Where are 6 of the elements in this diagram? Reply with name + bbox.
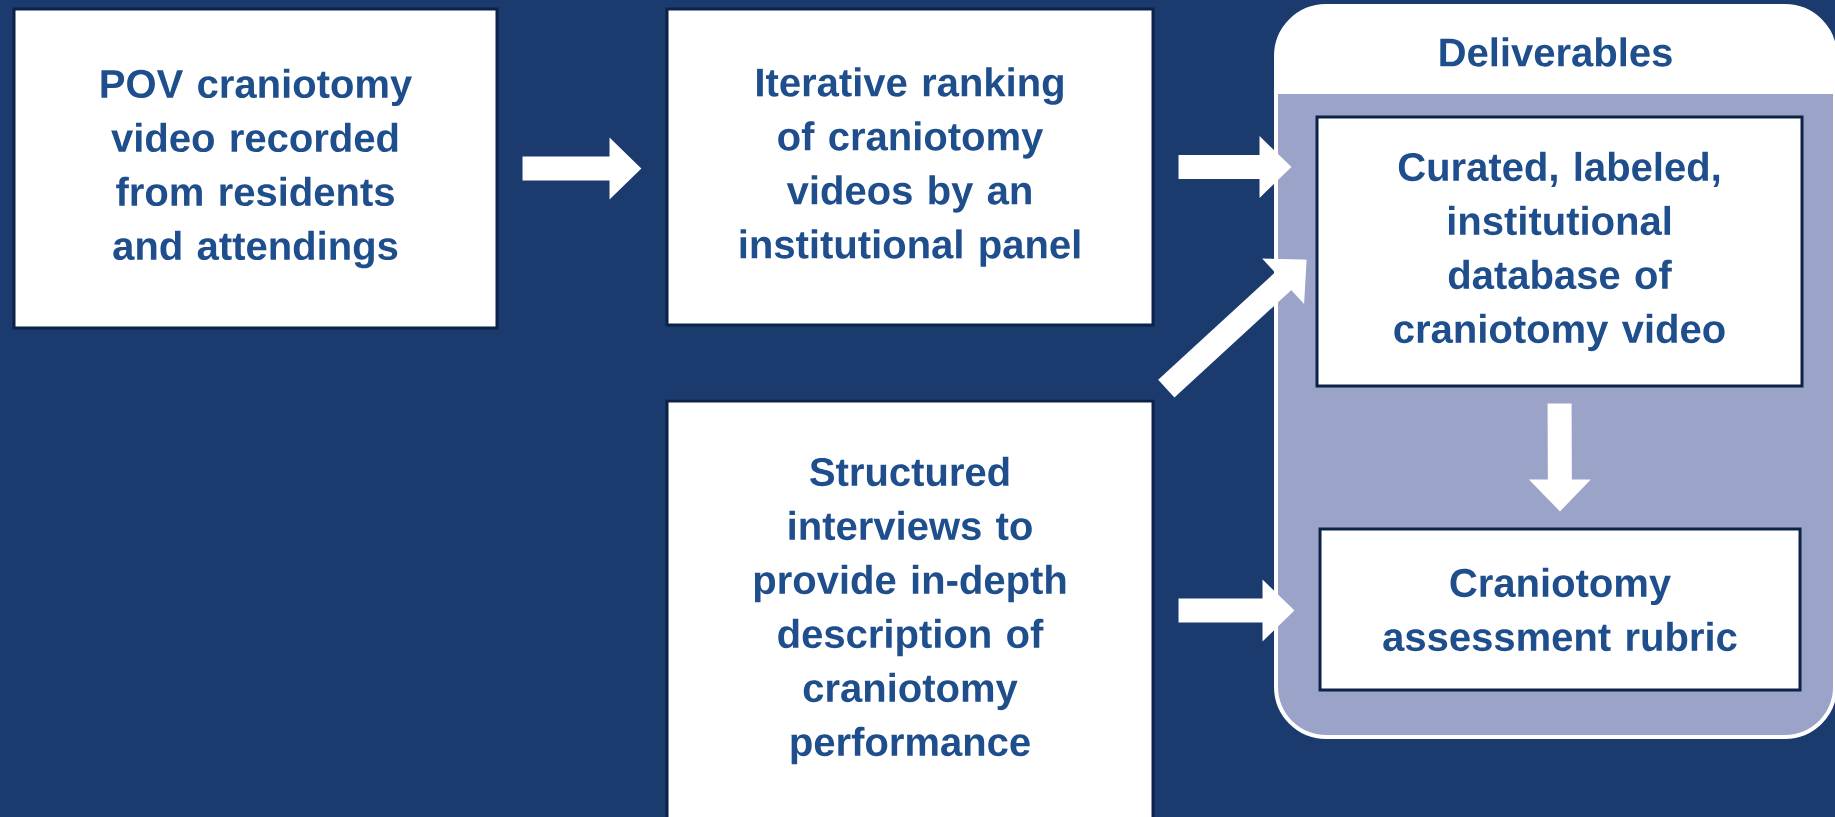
process-box: Structured interviews to provide in-depth description of craniotomy performance bbox=[665, 399, 1155, 817]
process-box: Curated, labeled, institutional database of craniotomy video bbox=[1315, 115, 1804, 388]
process-box: POV craniotomy video recorded from residents and attendings bbox=[12, 7, 499, 330]
block-arrow bbox=[1158, 258, 1307, 398]
process-box: Iterative ranking of craniotomy videos by an institutional panel bbox=[665, 7, 1155, 327]
process-box: Craniotomy assessment rubric bbox=[1318, 527, 1802, 692]
